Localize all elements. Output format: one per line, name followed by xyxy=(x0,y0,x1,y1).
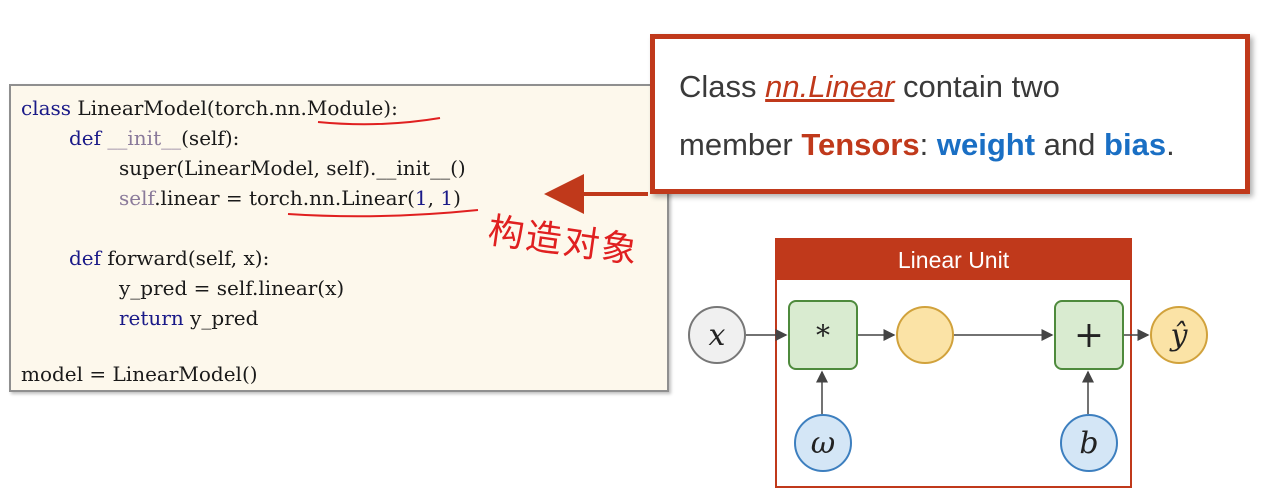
callout-text: . xyxy=(1166,127,1175,162)
keyword-class: class xyxy=(21,96,72,120)
linear-unit-title: Linear Unit xyxy=(777,240,1130,280)
callout-text: member xyxy=(679,127,793,162)
code-text: .Module): xyxy=(300,96,398,120)
multiply-node: * xyxy=(788,300,858,370)
code-text: 1 xyxy=(440,186,454,210)
weight-w-node: ω xyxy=(794,414,852,472)
weight-w-label: ω xyxy=(810,425,836,461)
callout-text: : xyxy=(919,127,929,162)
code-line-ypred: y_pred = self.linear(x) xyxy=(119,276,344,300)
code-line-class: class LinearModel(torch.nn.Module): xyxy=(21,96,398,120)
callout-box: Class nn.Linear contain two member Tenso… xyxy=(650,34,1250,194)
code-line-def-forward: def forward(self, x): xyxy=(69,246,269,270)
keyword-def: def xyxy=(69,126,102,150)
code-text: y_pred xyxy=(183,306,259,330)
code-text: self xyxy=(119,186,155,210)
bias-b-node: b xyxy=(1060,414,1118,472)
code-line-model: model = LinearModel() xyxy=(21,362,258,386)
code-text: .linear = xyxy=(154,186,250,210)
code-text: forward(self, x): xyxy=(101,246,270,270)
code-text: __init__ xyxy=(101,126,182,150)
code-text: y_pred = self.linear(x) xyxy=(119,276,345,300)
code-text: model = LinearModel() xyxy=(21,362,258,386)
code-text: super(LinearModel, self).__init__() xyxy=(119,156,466,180)
callout-line-1: Class nn.Linear contain two xyxy=(679,69,1060,105)
add-label: + xyxy=(1073,314,1105,356)
weight-label: weight xyxy=(936,127,1036,162)
code-line-def-init: def __init__(self): xyxy=(69,126,239,150)
multiply-label: * xyxy=(816,318,830,352)
red-underline-module xyxy=(317,117,441,126)
code-line-self-linear: self.linear = torch.nn.Linear(1, 1) xyxy=(119,186,461,210)
code-text: ) xyxy=(453,186,461,210)
keyword-def: def xyxy=(69,246,102,270)
bias-label: bias xyxy=(1104,127,1167,162)
input-x-label: x xyxy=(708,317,726,353)
output-yhat-node: ŷ xyxy=(1150,306,1208,364)
code-text: nn xyxy=(274,96,301,120)
bias-b-label: b xyxy=(1079,425,1099,461)
callout-line-2: member Tensors: weight and bias. xyxy=(679,127,1175,163)
callout-text: and xyxy=(1043,127,1096,162)
output-yhat-label: ŷ xyxy=(1170,317,1188,353)
code-text: , xyxy=(427,186,441,210)
sum-node xyxy=(896,306,954,364)
callout-text: contain two xyxy=(903,69,1060,104)
code-text: LinearModel(torch. xyxy=(71,96,275,120)
code-line-super: super(LinearModel, self).__init__() xyxy=(119,156,466,180)
callout-text: Class xyxy=(679,69,757,104)
red-underline-linear xyxy=(287,209,479,218)
code-text: (self): xyxy=(181,126,240,150)
keyword-return: return xyxy=(119,306,184,330)
code-text: torch.nn.Linear( xyxy=(249,186,415,210)
code-text: 1 xyxy=(414,186,428,210)
code-line-return: return y_pred xyxy=(119,306,258,330)
nn-linear-label: nn.Linear xyxy=(765,69,895,104)
code-panel: class LinearModel(torch.nn.Module): def … xyxy=(9,84,669,392)
tensors-label: Tensors xyxy=(801,127,920,162)
input-x-node: x xyxy=(688,306,746,364)
add-node: + xyxy=(1054,300,1124,370)
